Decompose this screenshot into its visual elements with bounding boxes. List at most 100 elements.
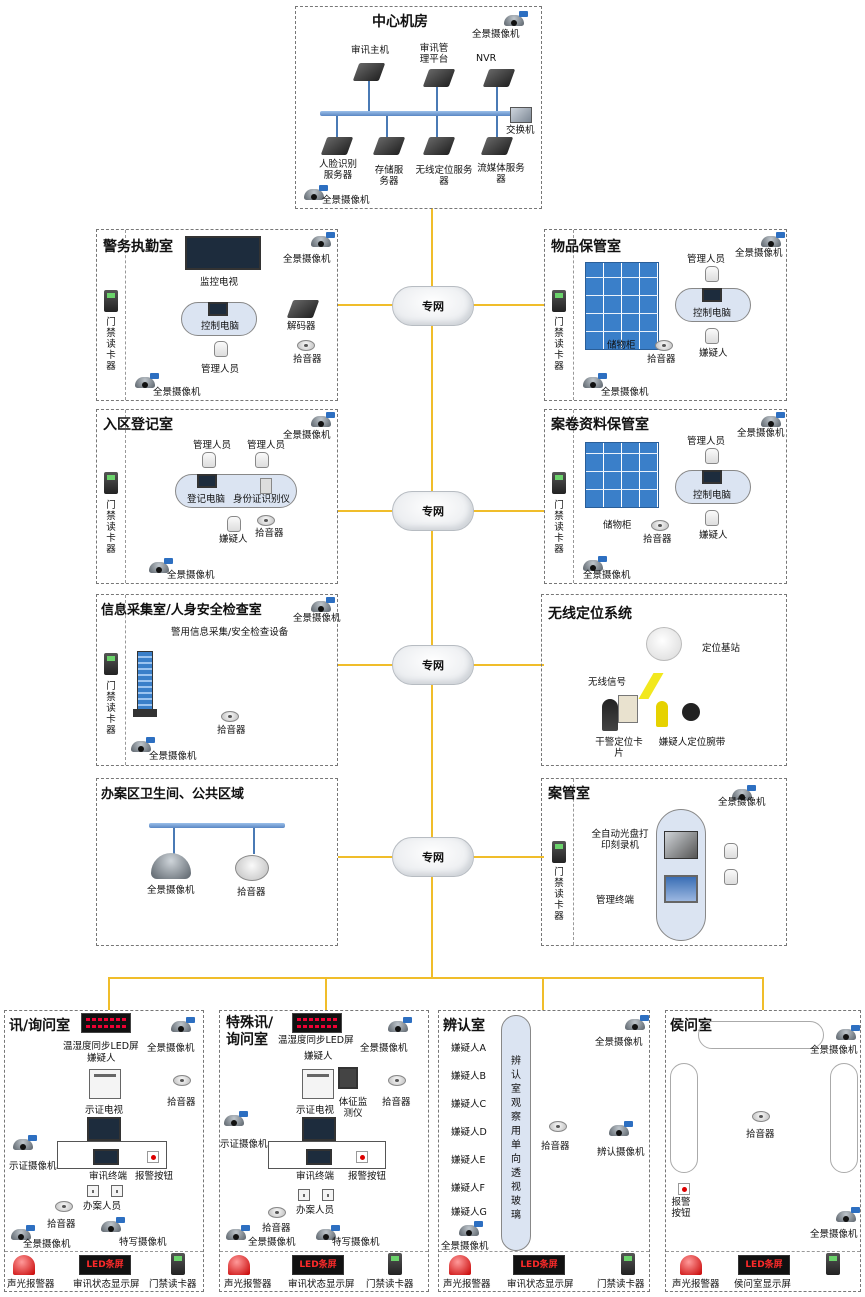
- camera-icon: [836, 1025, 860, 1041]
- register-card-label: 门禁读卡器: [106, 500, 116, 555]
- camera-icon: [388, 1017, 412, 1033]
- duty-tv-label: 监控电视: [200, 277, 239, 288]
- glass-label: 辨认室观察用单向透视玻璃: [511, 1056, 521, 1221]
- wireless-signal-label: 无线信号: [588, 677, 627, 688]
- check-device-icon: [137, 651, 153, 711]
- siren-icon: [680, 1255, 702, 1275]
- sp-alarmbtn-label: 报警按钮: [348, 1171, 387, 1182]
- suspect-running-icon: [656, 701, 668, 727]
- duty-title: 警务执勤室: [103, 239, 173, 255]
- wire-drop: [173, 828, 175, 854]
- camera-icon: [311, 232, 335, 248]
- mic-icon: [221, 711, 239, 722]
- suspect-g-label: 嫌疑人G: [451, 1207, 487, 1218]
- alarm-button-icon: [356, 1151, 368, 1163]
- interrogation-room: 讯/询问室 温湿度同步LED屏 全景摄像机 嫌疑人 拾音器 示证电视 示证摄像机…: [4, 1010, 204, 1292]
- camera-icon: [151, 853, 191, 879]
- case-card-label: 门禁读卡器: [554, 867, 564, 922]
- person-icon: [255, 452, 269, 468]
- network-cloud: 专网: [392, 645, 474, 685]
- duty-card-label: 门禁读卡器: [106, 317, 116, 372]
- wireless-band-label: 嫌疑人定位腕带: [658, 737, 726, 748]
- person-icon: [724, 843, 738, 859]
- goods-staff-label: 管理人员: [687, 254, 726, 265]
- lan-bus: [320, 111, 518, 116]
- led-screen-icon: [292, 1013, 342, 1033]
- footer-divider: [439, 1251, 649, 1252]
- special-title: 特殊讯/询问室: [226, 1015, 274, 1048]
- duty-mic-label: 拾音器: [293, 354, 322, 365]
- card-reader-icon: [171, 1253, 185, 1275]
- storage-label: 存储服务器: [374, 165, 404, 187]
- storage-link: [386, 116, 388, 138]
- evidence-tv-icon: [87, 1117, 121, 1141]
- register-room: 入区登记室 全景摄像机 管理人员 管理人员 登记电脑 身份证识别仪 门禁读卡器 …: [96, 409, 338, 584]
- goods-mic-label: 拾音器: [647, 354, 676, 365]
- info-device-label: 警用信息采集/安全检查设备: [171, 627, 289, 638]
- duty-camera1-label: 全景摄像机: [283, 254, 331, 265]
- mic-icon: [235, 855, 269, 881]
- wireless-card-label: 干警定位卡片: [595, 737, 643, 759]
- sp-card-label: 门禁读卡器: [366, 1279, 414, 1290]
- staff-chair-icon: [298, 1189, 310, 1201]
- backbone-vertical: [431, 208, 433, 978]
- suspect-b-label: 嫌疑人B: [451, 1071, 487, 1082]
- goods-title: 物品保管室: [551, 239, 621, 255]
- desk-outline: [268, 1141, 386, 1169]
- mic-icon: [173, 1075, 191, 1086]
- camera-icon: [761, 232, 785, 248]
- bench-left: [670, 1063, 698, 1173]
- archive-suspect-label: 嫌疑人: [699, 530, 728, 541]
- footer-divider: [666, 1251, 860, 1252]
- stream-label: 流媒体服务器: [477, 163, 525, 185]
- sp-closeup-label: 特写摄像机: [332, 1237, 380, 1248]
- camera-icon: [224, 1111, 248, 1127]
- center-title: 中心机房: [372, 14, 428, 30]
- int-camera2-label: 全景摄像机: [23, 1239, 71, 1250]
- camera-icon: [171, 1017, 195, 1033]
- camera-icon: [149, 558, 173, 574]
- face-server-icon: [320, 137, 354, 155]
- status-screen-icon: LED条屏: [738, 1255, 790, 1275]
- register-title: 入区登记室: [103, 417, 173, 433]
- duty-camera2-label: 全景摄像机: [153, 387, 201, 398]
- check-device-base: [133, 709, 157, 717]
- footer-divider: [5, 1251, 203, 1252]
- pc-icon: [208, 302, 228, 316]
- register-pc-label: 登记电脑: [187, 494, 226, 505]
- host-server-icon: [352, 63, 386, 81]
- register-staff2-label: 管理人员: [247, 440, 286, 451]
- drop-3: [542, 977, 544, 1010]
- bench-top: [698, 1021, 824, 1049]
- int-staff-label: 办案人员: [83, 1201, 122, 1212]
- stream-link: [496, 116, 498, 138]
- mic-icon: [651, 520, 669, 531]
- goods-camera2-label: 全景摄像机: [601, 387, 649, 398]
- officer-icon: [602, 699, 618, 731]
- int-status-label: 审讯状态显示屏: [73, 1279, 140, 1290]
- case-title: 案管室: [548, 786, 590, 802]
- camera-icon: [316, 1225, 340, 1241]
- nvr-label: NVR: [476, 53, 497, 64]
- card-reader-icon: [104, 653, 118, 675]
- drop-1: [108, 977, 110, 1010]
- wireless-system: 无线定位系统 定位基站 无线信号 干警定位卡片 嫌疑人定位腕带: [541, 594, 787, 766]
- face-label: 人脸识别服务器: [318, 159, 357, 181]
- int-card-label: 门禁读卡器: [149, 1279, 197, 1290]
- person-icon: [214, 341, 228, 357]
- footer-divider: [220, 1251, 428, 1252]
- nvr-server-icon: [482, 69, 516, 87]
- terminal-icon: [306, 1149, 332, 1165]
- switch-icon: [510, 107, 532, 123]
- status-screen-icon: LED条屏: [292, 1255, 344, 1275]
- register-staff1-label: 管理人员: [193, 440, 232, 451]
- id-mic-label: 拾音器: [541, 1141, 570, 1152]
- camera-icon: [504, 11, 528, 27]
- pc-icon: [702, 470, 722, 484]
- camera-icon: [304, 185, 328, 201]
- id-card-label: 门禁读卡器: [597, 1279, 645, 1290]
- drop-2: [325, 977, 327, 1010]
- police-card-icon: [618, 695, 638, 723]
- status-screen-icon: LED条屏: [79, 1255, 131, 1275]
- info-camera1-label: 全景摄像机: [293, 613, 341, 624]
